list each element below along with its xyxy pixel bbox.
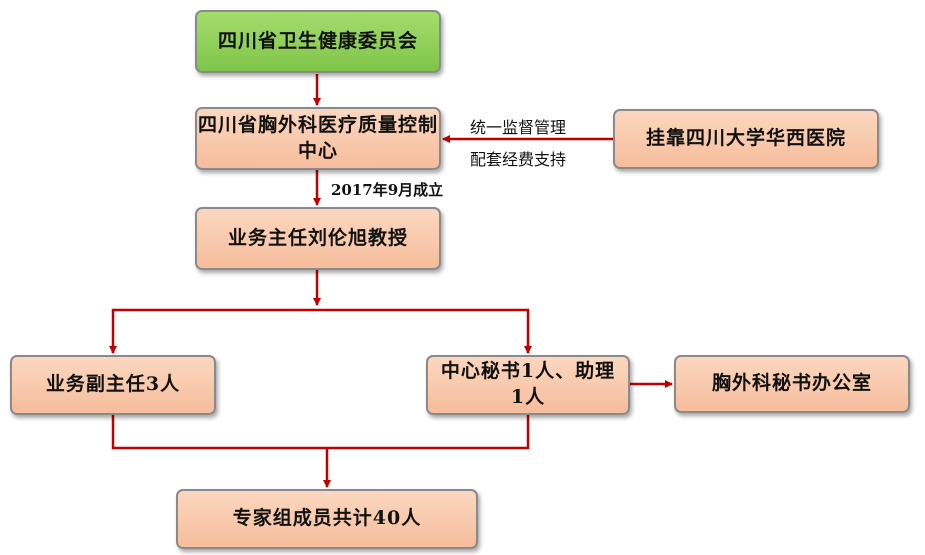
node-secretary-office-label: 胸外科秘书办公室 xyxy=(711,372,872,395)
merge-line xyxy=(111,415,530,450)
node-experts-label: 专家组成员共计40人 xyxy=(232,507,422,530)
node-experts: 专家组成员共计40人 xyxy=(176,489,478,549)
node-secretary-label: 中心秘书1人、助理1人 xyxy=(440,360,616,408)
node-qc-center-label: 四川省胸外科医疗质量控制中心 xyxy=(197,113,438,162)
label-unified-supervision: 统一监督管理 xyxy=(470,118,567,137)
node-health-commission: 四川省卫生健康委员会 xyxy=(195,10,441,73)
node-huaxi: 挂靠四川大学华西医院 xyxy=(613,109,879,169)
node-secretary: 中心秘书1人、助理1人 xyxy=(426,355,630,415)
node-vice-director-label: 业务副主任3人 xyxy=(45,373,181,396)
node-huaxi-label: 挂靠四川大学华西医院 xyxy=(645,127,846,150)
node-health-commission-label: 四川省卫生健康委员会 xyxy=(217,29,418,52)
node-vice-director: 业务副主任3人 xyxy=(10,355,216,415)
label-funding-support: 配套经费支持 xyxy=(470,150,567,169)
node-director: 业务主任刘伦旭教授 xyxy=(195,207,441,270)
label-established: 2017年9月成立 xyxy=(331,181,444,199)
node-qc-center: 四川省胸外科医疗质量控制中心 xyxy=(195,107,441,170)
node-secretary-office: 胸外科秘书办公室 xyxy=(674,355,910,413)
node-director-label: 业务主任刘伦旭教授 xyxy=(227,226,408,249)
branch-line xyxy=(111,308,530,353)
